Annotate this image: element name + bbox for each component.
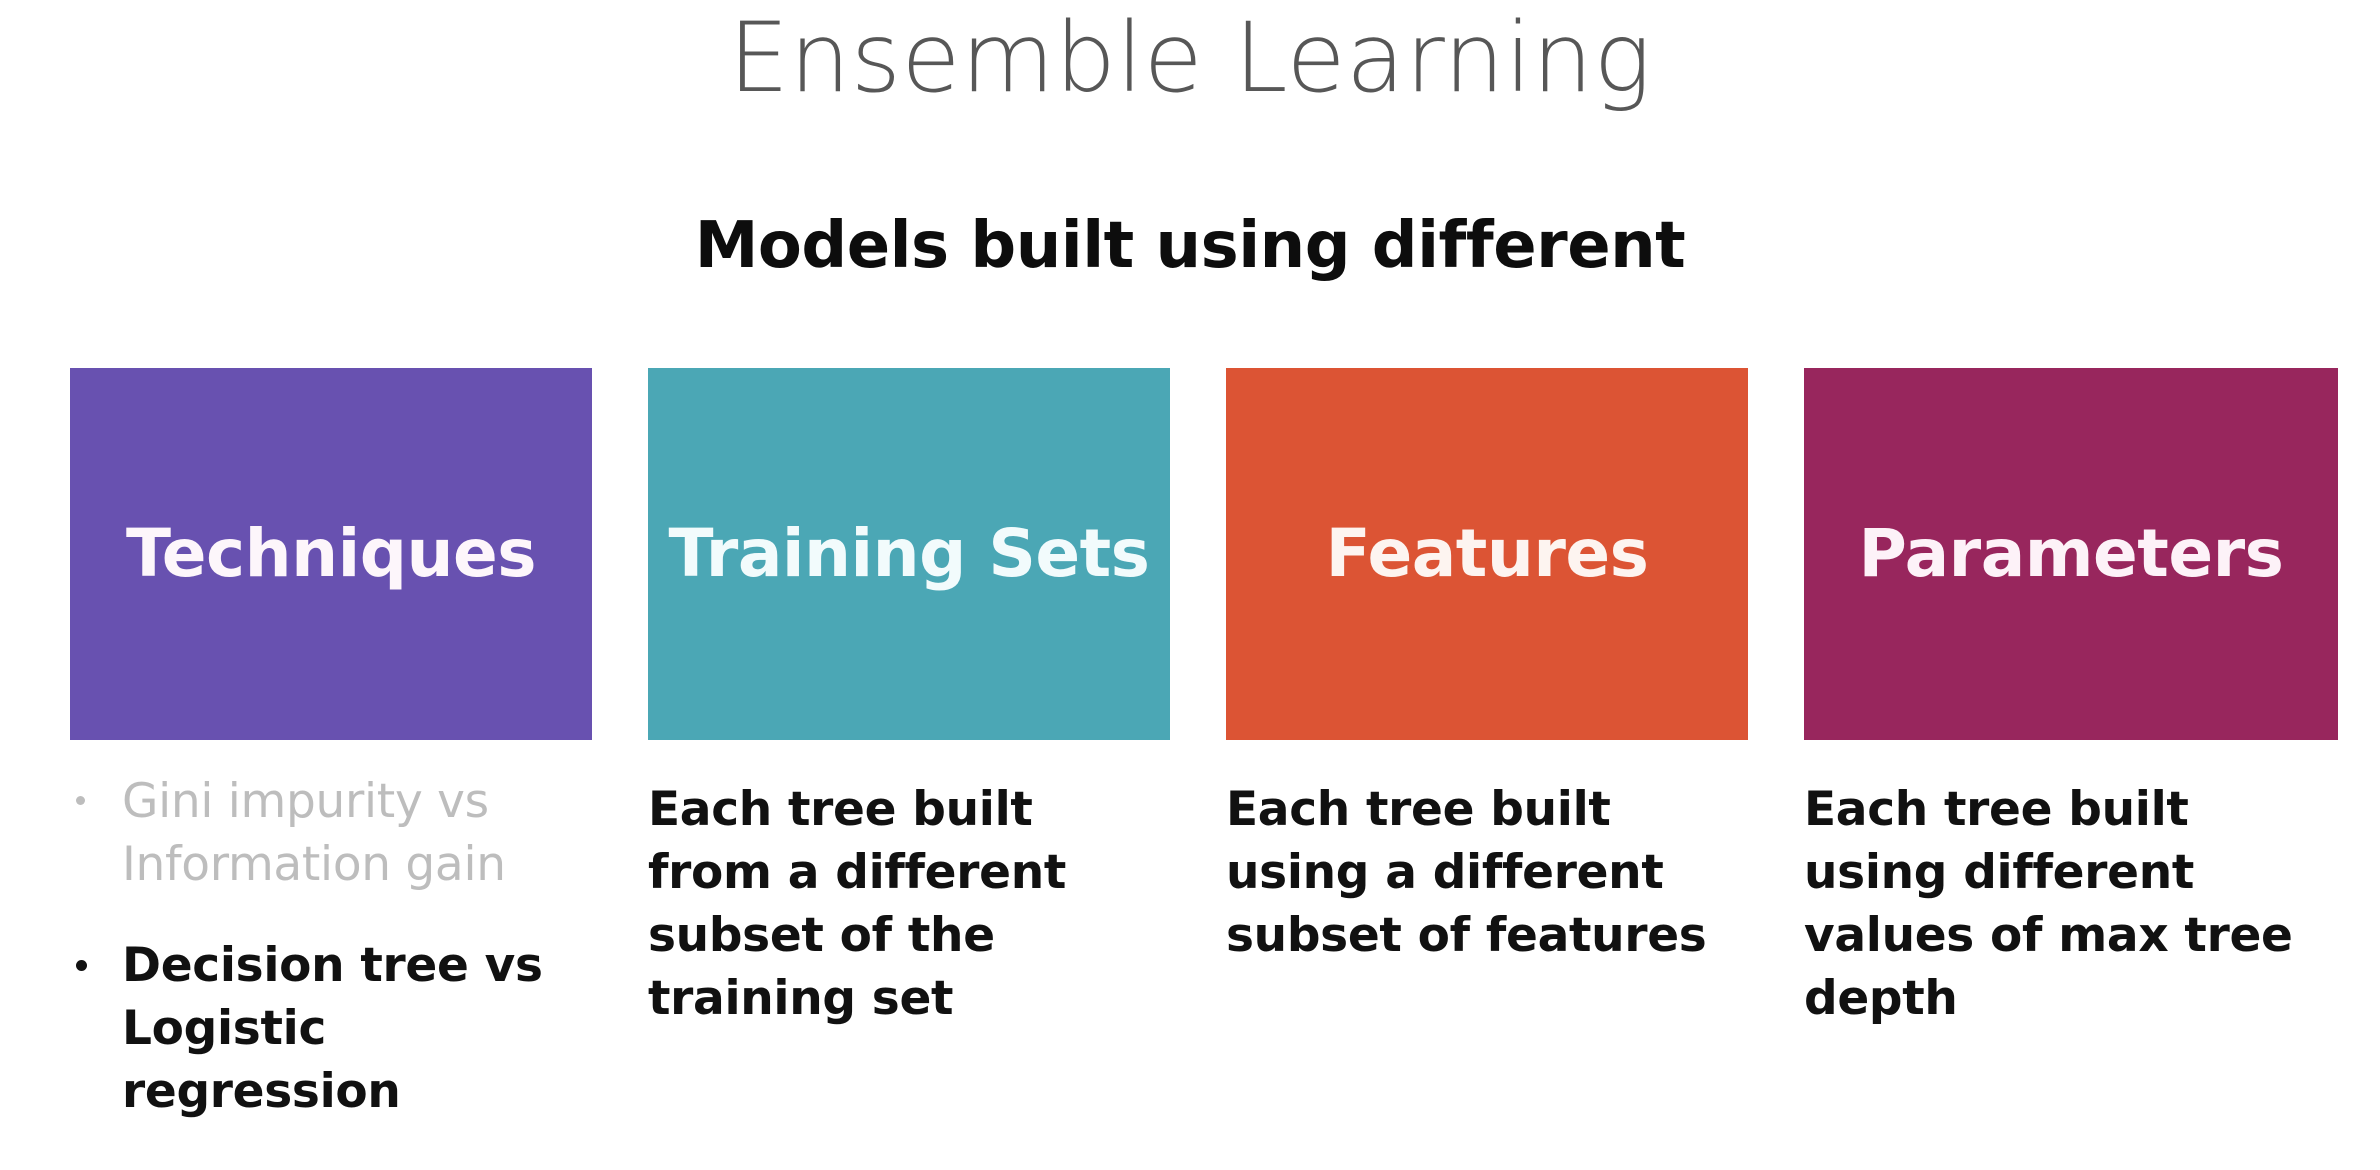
page-title: Ensemble Learning (728, 2, 1652, 114)
list-item: Decision tree vs Logistic regression (70, 934, 592, 1123)
column-training-sets: Training Sets Each tree built from a dif… (648, 368, 1170, 1030)
column-grid: Techniques Gini impurity vs Information … (0, 368, 2380, 1168)
card-training-sets[interactable]: Training Sets (648, 368, 1170, 740)
slide-subtitle: Models built using different (694, 209, 1686, 283)
list-item-label: Decision tree vs Logistic regression (122, 938, 543, 1119)
card-features[interactable]: Features (1226, 368, 1748, 740)
card-body-text: Each tree built using different values o… (1804, 782, 2293, 1026)
card-label-training-sets: Training Sets (668, 515, 1150, 592)
card-label-techniques: Techniques (125, 515, 537, 592)
bullet-list-techniques: Gini impurity vs Information gain Decisi… (70, 770, 592, 1123)
card-body-parameters: Each tree built using different values o… (1804, 778, 2338, 1030)
card-body-text: Each tree built from a different subset … (648, 782, 1067, 1026)
card-body-training-sets: Each tree built from a different subset … (648, 778, 1170, 1030)
bullet-dot-icon (76, 960, 87, 971)
card-techniques[interactable]: Techniques (70, 368, 592, 740)
card-body-features: Each tree built using a different subset… (1226, 778, 1748, 967)
list-item-label: Gini impurity vs Information gain (122, 774, 506, 892)
column-techniques: Techniques Gini impurity vs Information … (70, 368, 592, 1161)
column-parameters: Parameters Each tree built using differe… (1804, 368, 2338, 1030)
card-label-parameters: Parameters (1858, 515, 2284, 592)
column-features: Features Each tree built using a differe… (1226, 368, 1748, 967)
list-item: Gini impurity vs Information gain (70, 770, 592, 896)
card-body-text: Each tree built using a different subset… (1226, 782, 1707, 963)
bullet-dot-icon (76, 796, 85, 805)
card-label-features: Features (1325, 515, 1649, 592)
card-parameters[interactable]: Parameters (1804, 368, 2338, 740)
